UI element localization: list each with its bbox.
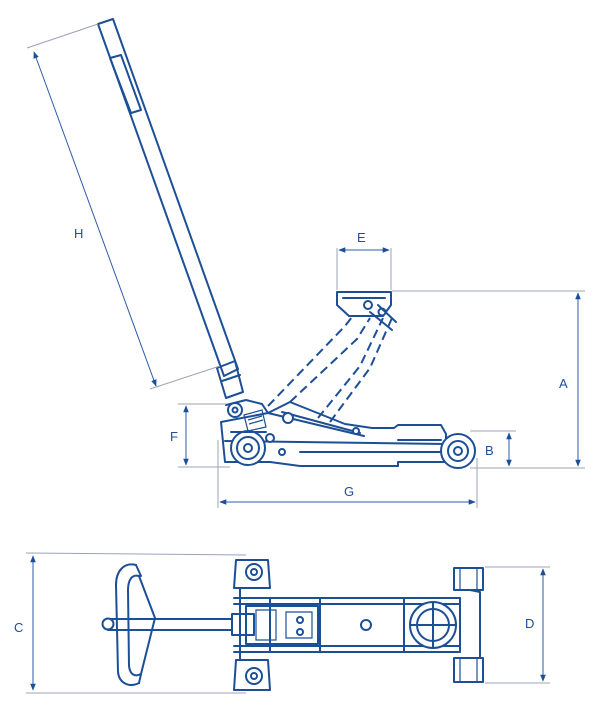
dimension-d: D [485,566,550,684]
front-wheel-right [453,657,484,683]
dimension-label-d: D [525,616,534,631]
rear-caster-wheel [230,430,267,466]
dimension-a: A [392,290,585,469]
dimension-h: H [26,23,221,390]
dimension-c: C [14,552,247,694]
dimension-label-a: A [559,376,568,391]
dimension-label-e: E [357,230,366,245]
dimension-e: E [336,230,392,290]
front-wheel-left [453,567,484,591]
dimension-label-h: H [74,226,83,241]
dimension-g: G [217,440,478,508]
saddle [336,291,397,331]
front-wheel [440,433,476,469]
dimension-b: B [470,430,516,469]
top-view: C D [14,552,550,694]
handle-shaft [101,613,255,636]
handle-grip [115,563,156,686]
rear-caster-left [233,559,271,589]
rear-caster-right [233,659,271,691]
dimension-f: F [170,403,230,468]
side-view: H E A B F [26,18,585,508]
dimension-label-g: G [344,484,354,499]
dimension-label-b: B [485,443,494,458]
jack-handle [97,18,244,399]
saddle-top [409,601,457,649]
lift-arm-raised-dashed [267,311,393,423]
dimension-label-c: C [14,620,23,635]
dimension-label-f: F [170,429,178,444]
